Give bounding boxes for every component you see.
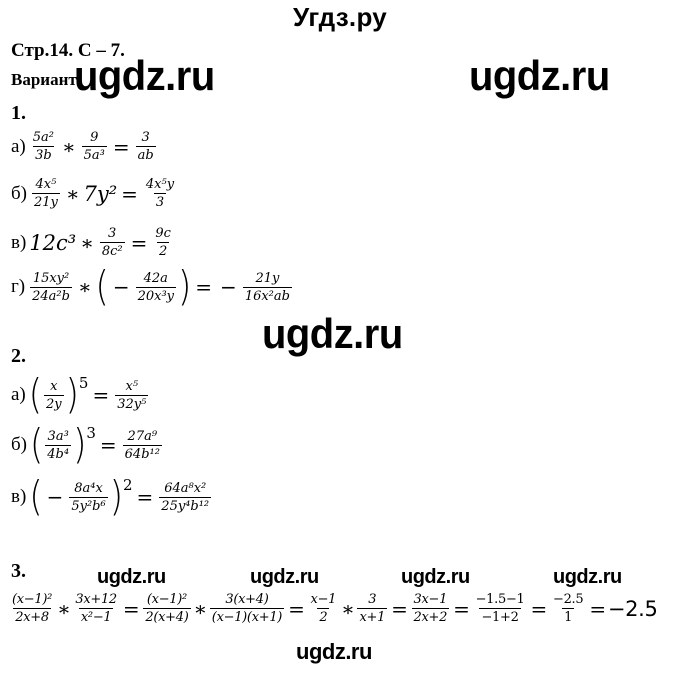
item-label: б): [11, 182, 27, 204]
equals-sign: =: [136, 485, 154, 509]
exponent: 2: [122, 476, 133, 494]
equals-sign: =: [122, 596, 140, 621]
multiply-sign: ∗: [62, 134, 76, 159]
equals-sign: =: [453, 596, 470, 621]
right-paren: ): [73, 421, 87, 469]
left-paren: (: [95, 263, 109, 311]
task-2-number: 2.: [11, 345, 26, 367]
equals-sign: =: [530, 596, 548, 621]
item-label: б): [11, 434, 27, 455]
watermark: ugdz.ru: [296, 639, 372, 664]
equals-sign: =: [391, 596, 408, 621]
equals-sign: =: [112, 134, 130, 159]
right-paren: ): [178, 263, 192, 311]
watermark: ugdz.ru: [262, 310, 403, 357]
left-paren: (: [30, 421, 44, 469]
multiply-sign: ∗: [80, 230, 94, 255]
minus-sign: −: [46, 485, 64, 509]
item-label: г): [11, 276, 26, 297]
equals-sign: =: [92, 383, 110, 407]
site-title: Угдз.ру: [292, 2, 388, 32]
term: 12c³: [29, 230, 77, 255]
task-3-number: 3.: [11, 560, 26, 582]
item-label: а): [11, 384, 26, 405]
variant-label: Вариант: [11, 70, 77, 89]
right-paren: ): [109, 473, 123, 521]
equals-sign: =: [195, 275, 213, 299]
item-label: в): [11, 231, 27, 253]
watermark: ugdz.ru: [401, 566, 470, 588]
multiply-sign: ∗: [65, 181, 80, 206]
multiply-sign: ∗: [57, 596, 71, 621]
page-reference: Стр.14. С – 7.: [11, 40, 125, 61]
item-label: в): [11, 486, 27, 507]
watermark: ugdz.ru: [97, 566, 166, 588]
right-paren: ): [65, 371, 79, 419]
fraction: 3(x+4)(x−1)(x+1): [209, 592, 285, 625]
equals-sign: =: [288, 596, 305, 621]
item-label: а): [11, 135, 26, 157]
equals-sign: =: [99, 433, 117, 457]
multiply-sign: ∗: [341, 596, 355, 621]
watermark: ugdz.ru: [250, 566, 319, 588]
minus-sign: −: [112, 275, 130, 299]
term: 7y²: [83, 181, 118, 206]
left-paren: (: [29, 473, 43, 521]
task-1-number: 1.: [11, 102, 26, 124]
watermark: ugdz.ru: [74, 52, 215, 99]
equals-sign: =: [589, 596, 606, 621]
exponent: 5: [78, 374, 89, 392]
multiply-sign: ∗: [193, 596, 208, 621]
fraction: −1.5−1−1+2: [475, 592, 525, 625]
multiply-sign: ∗: [77, 275, 92, 299]
left-paren: (: [28, 371, 43, 419]
equals-sign: =: [121, 181, 138, 206]
minus-sign: −: [220, 275, 237, 299]
final-result: −2.5: [607, 596, 658, 621]
equals-sign: =: [130, 230, 148, 255]
watermark: ugdz.ru: [469, 52, 610, 99]
exponent: 3: [86, 424, 96, 442]
watermark: ugdz.ru: [553, 566, 622, 588]
